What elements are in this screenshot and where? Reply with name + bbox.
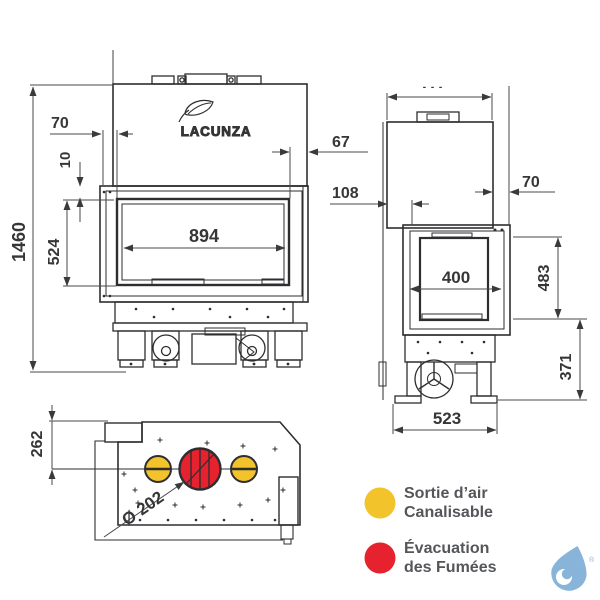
front-dimensions bbox=[29, 84, 368, 373]
side-glass-width-label: 400 bbox=[442, 268, 470, 287]
registered-mark: ® bbox=[589, 556, 595, 564]
dim-side-total-depth bbox=[392, 404, 498, 434]
front-center-box bbox=[191, 333, 237, 365]
dim-front-left-offset bbox=[50, 130, 133, 198]
top-view-dots bbox=[138, 518, 277, 522]
side-screw-dots bbox=[416, 228, 504, 355]
dim-front-total-height bbox=[29, 84, 126, 373]
smoke-outlet-legend-label: Évacuation des Fumées bbox=[404, 539, 496, 577]
smoke-outlet-label-line1: Évacuation bbox=[404, 540, 490, 557]
side-glass bbox=[418, 236, 490, 322]
brand-logo: LACUNZA bbox=[178, 99, 252, 139]
dim-side-rear-offset bbox=[475, 86, 555, 225]
side-base-height-label: 371 bbox=[558, 354, 575, 381]
front-glass-height-label: 524 bbox=[46, 239, 63, 266]
dim-front-right-gap bbox=[272, 147, 368, 198]
front-glass-width-label: 894 bbox=[189, 226, 219, 246]
smoke-outlet-label-line2: des Fumées bbox=[404, 559, 497, 576]
vendor-drop-logo: ® bbox=[551, 546, 595, 591]
air-outlet-label-line1: Sortie d’air bbox=[404, 485, 488, 502]
front-screw-dots bbox=[102, 190, 290, 366]
front-blower-fans bbox=[152, 334, 266, 362]
side-base-panel bbox=[404, 334, 496, 363]
top-view-screw-marks bbox=[121, 437, 286, 510]
front-total-height-label: 1460 bbox=[9, 222, 29, 262]
side-legs bbox=[394, 361, 498, 404]
side-rear-offset-label: 70 bbox=[522, 174, 540, 191]
side-top-width-clipped-label: - - - bbox=[423, 82, 444, 93]
top-flue-diameter-label: Ø 202 bbox=[118, 487, 167, 529]
smoke-outlet-legend-dot bbox=[364, 542, 396, 574]
side-body bbox=[386, 121, 494, 229]
side-view bbox=[378, 111, 511, 404]
dim-side-front-offset bbox=[330, 200, 429, 225]
air-outlet-legend-label: Sortie d’air Canalisable bbox=[404, 484, 493, 522]
dim-side-base-height bbox=[498, 319, 587, 401]
brand-logo-text: LACUNZA bbox=[181, 124, 252, 139]
dim-front-glass-height bbox=[63, 199, 116, 287]
dim-side-glass-height bbox=[513, 236, 587, 320]
air-outlet-legend-dot bbox=[364, 487, 396, 519]
legend-item-air-outlet: Sortie d’air Canalisable bbox=[364, 484, 496, 522]
front-legs bbox=[117, 330, 303, 368]
air-outlet-label-line2: Canalisable bbox=[404, 504, 493, 521]
dim-top-flue-diameter bbox=[103, 481, 185, 538]
dim-side-top-width bbox=[386, 93, 493, 120]
top-rear-connector-box bbox=[104, 422, 143, 443]
leaf-icon bbox=[184, 99, 214, 116]
legend-item-smoke-outlet: Évacuation des Fumées bbox=[364, 539, 496, 577]
front-handle bbox=[151, 278, 205, 286]
side-dimensions bbox=[330, 86, 587, 434]
top-view bbox=[52, 421, 301, 545]
side-total-depth-label: 523 bbox=[433, 409, 461, 428]
front-view bbox=[99, 50, 309, 368]
side-glass-height-label: 483 bbox=[536, 265, 553, 292]
front-base-panel bbox=[114, 301, 294, 324]
side-front-offset-label: 108 bbox=[332, 185, 359, 202]
top-side-box bbox=[278, 476, 299, 526]
top-rear-to-flue-label: 262 bbox=[29, 431, 46, 458]
front-right-gap-label: 67 bbox=[332, 134, 350, 151]
top-dimensions bbox=[48, 405, 185, 538]
top-view-outer-contour bbox=[94, 440, 283, 541]
front-left-offset-label: 70 bbox=[51, 115, 69, 132]
side-fan bbox=[414, 359, 454, 399]
dim-top-rear-to-flue bbox=[48, 405, 108, 485]
legend: Sortie d’air Canalisable Évacuation des … bbox=[364, 484, 496, 594]
front-top-gap-label: 10 bbox=[57, 152, 74, 169]
front-top-connectors bbox=[151, 73, 262, 85]
